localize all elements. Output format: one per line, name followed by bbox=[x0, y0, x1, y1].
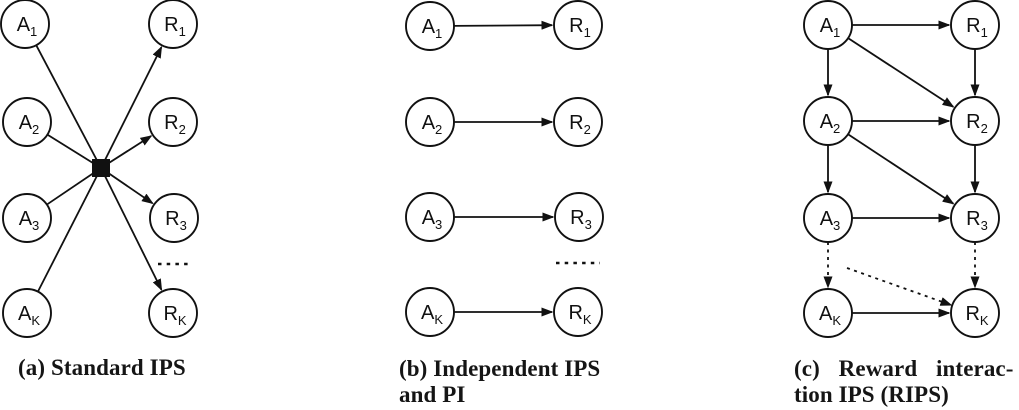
caption-c-line2: tion IPS (RIPS) bbox=[794, 381, 949, 407]
node-label: A3 bbox=[422, 207, 443, 232]
node-circle bbox=[149, 193, 199, 243]
caption-b-line2: and PI bbox=[399, 381, 466, 407]
graph-node-b-R3: R3 bbox=[554, 192, 604, 242]
graph-edge bbox=[847, 37, 955, 108]
graph-node-c-R2: R2 bbox=[950, 96, 1000, 146]
node-circle bbox=[148, 288, 198, 338]
node-circle bbox=[2, 288, 52, 338]
node-label: R1 bbox=[164, 14, 186, 39]
caption-a-line1: (a) Standard IPS bbox=[18, 355, 186, 380]
node-label: RK bbox=[163, 303, 186, 328]
node-label: AK bbox=[18, 303, 40, 328]
graph-edge bbox=[847, 133, 955, 205]
node-circle bbox=[803, 96, 853, 146]
node-circle bbox=[553, 0, 603, 50]
node-label: AK bbox=[819, 303, 841, 328]
node-label: A1 bbox=[820, 15, 841, 40]
node-label: A2 bbox=[19, 112, 40, 137]
node-circle bbox=[148, 0, 198, 49]
caption-c: (c) Reward interac- tion IPS (RIPS) bbox=[794, 356, 1013, 407]
caption-a: (a) Standard IPS bbox=[18, 355, 186, 381]
caption-b: (b) Independent IPS and PI bbox=[399, 356, 600, 407]
node-label: RK bbox=[965, 303, 988, 328]
hub-square bbox=[92, 159, 110, 177]
node-label: A1 bbox=[17, 14, 38, 39]
node-circle bbox=[2, 193, 52, 243]
node-circle bbox=[2, 97, 52, 147]
node-circle bbox=[553, 287, 603, 337]
node-circle bbox=[405, 192, 455, 242]
graph-node-b-AK: AK bbox=[405, 287, 455, 337]
node-label: A3 bbox=[820, 208, 841, 233]
node-label: A3 bbox=[19, 208, 40, 233]
node-circle bbox=[950, 193, 1000, 243]
graph-node-a-R3: R3 bbox=[149, 193, 199, 243]
graph-node-a-AK: AK bbox=[2, 288, 52, 338]
graph-node-a-A2: A2 bbox=[2, 97, 52, 147]
graph-edge bbox=[100, 45, 163, 169]
graph-node-c-A3: A3 bbox=[803, 193, 853, 243]
node-circle bbox=[950, 96, 1000, 146]
node-circle bbox=[405, 287, 455, 337]
node-circle bbox=[553, 97, 603, 147]
node-circle bbox=[405, 1, 455, 51]
graph-node-a-R2: R2 bbox=[148, 97, 198, 147]
node-label: R1 bbox=[966, 15, 988, 40]
graph-node-c-AK: AK bbox=[803, 288, 853, 338]
caption-b-line1: (b) Independent IPS bbox=[399, 356, 601, 381]
node-label: R2 bbox=[164, 112, 186, 137]
graph-node-b-A2: A2 bbox=[405, 97, 455, 147]
graph-node-b-A1: A1 bbox=[405, 1, 455, 51]
graph-node-a-RK: RK bbox=[148, 288, 198, 338]
node-label: AK bbox=[421, 302, 443, 327]
node-circle bbox=[950, 288, 1000, 338]
node-label: A1 bbox=[422, 16, 443, 41]
node-circle bbox=[950, 0, 1000, 50]
graph-node-b-A3: A3 bbox=[405, 192, 455, 242]
diagram-canvas: A1A2A3AKR1R2R3RKA1A2A3AKR1R2R3RKA1A2A3AK… bbox=[0, 0, 1000, 338]
node-circle bbox=[554, 192, 604, 242]
graph-edge bbox=[46, 167, 102, 206]
graph-node-b-RK: RK bbox=[553, 287, 603, 337]
node-circle bbox=[405, 97, 455, 147]
graph-node-c-R1: R1 bbox=[950, 0, 1000, 50]
node-circle bbox=[803, 0, 853, 50]
graph-node-a-A3: A3 bbox=[2, 193, 52, 243]
node-label: R2 bbox=[569, 112, 591, 137]
graph-node-c-RK: RK bbox=[950, 288, 1000, 338]
node-label: R3 bbox=[165, 208, 187, 233]
caption-c-line1: (c) Reward interac- bbox=[794, 356, 1014, 381]
graph-node-a-A1: A1 bbox=[0, 0, 50, 49]
graph-node-b-R2: R2 bbox=[553, 97, 603, 147]
graph-node-c-A2: A2 bbox=[803, 96, 853, 146]
node-label: A2 bbox=[422, 112, 443, 137]
node-label: RK bbox=[568, 302, 591, 327]
graph-node-c-R3: R3 bbox=[950, 193, 1000, 243]
graph-node-a-R1: R1 bbox=[148, 0, 198, 49]
graph-node-c-A1: A1 bbox=[803, 0, 853, 50]
graph-edge bbox=[453, 20, 554, 30]
node-label: R3 bbox=[570, 207, 592, 232]
node-label: R1 bbox=[569, 15, 591, 40]
graph-edge-dashed bbox=[846, 267, 953, 306]
graph-node-b-R1: R1 bbox=[553, 0, 603, 50]
graph-edge bbox=[100, 167, 163, 292]
node-circle bbox=[803, 288, 853, 338]
node-label: R3 bbox=[966, 208, 988, 233]
node-label: R2 bbox=[966, 111, 988, 136]
graph-edge bbox=[35, 44, 102, 169]
node-circle bbox=[148, 97, 198, 147]
node-circle bbox=[803, 193, 853, 243]
node-label: A2 bbox=[820, 111, 841, 136]
node-circle bbox=[0, 0, 50, 49]
graph-edge bbox=[37, 167, 102, 293]
